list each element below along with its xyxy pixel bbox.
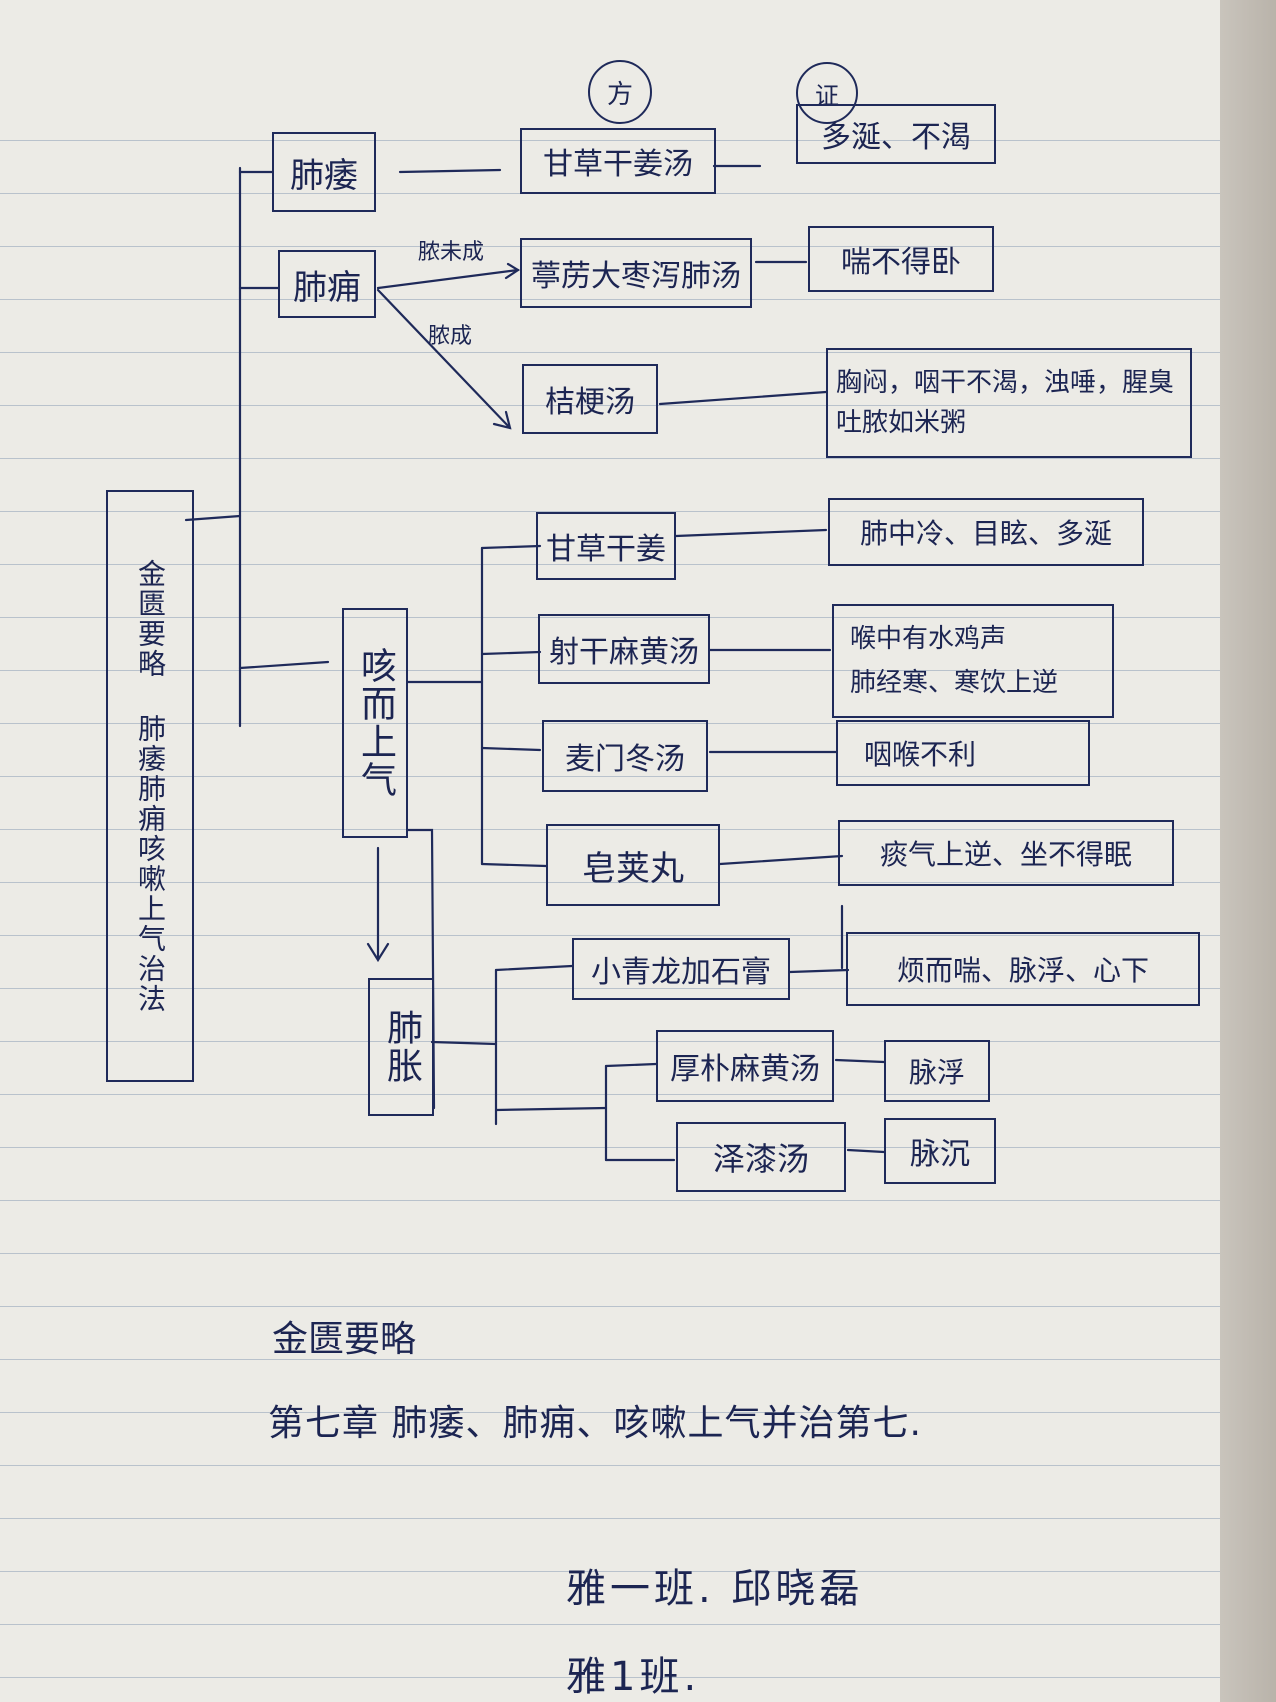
symptom-label-line2: 肺经寒、寒饮上逆 [850, 668, 1059, 698]
symptom-s5: 喉中有水鸡声 肺经寒、寒饮上逆 [832, 604, 1114, 718]
notebook-page: 方 证 金匮要略 肺痿肺痈咳嗽上气治法 肺痿 肺痈 咳而上气 肺胀 脓未成 脓成… [0, 0, 1220, 1702]
footer-class-name: 雅一班. 邱晓磊 [566, 1566, 864, 1612]
symptom-s1: 多涎、不渴 [796, 104, 996, 164]
symptom-label-line2: 吐脓如米粥 [836, 408, 967, 438]
ruled-line [0, 1147, 1220, 1148]
ruled-line [0, 1624, 1220, 1625]
symptom-label-line1: 喉中有水鸡声 [850, 624, 1007, 654]
formula-label: 小青龙加石膏 [591, 955, 771, 990]
formula-houpo: 厚朴麻黄汤 [656, 1030, 834, 1102]
formula-label: 葶苈大枣泻肺汤 [531, 259, 741, 294]
ruled-line [0, 1677, 1220, 1678]
ruled-line [0, 1306, 1220, 1307]
symptom-s4: 肺中冷、目眩、多涎 [828, 498, 1144, 566]
symptom-label: 喘不得卧 [841, 245, 961, 280]
formula-zaojia: 皂荚丸 [546, 824, 720, 906]
branch-feiwei-label: 肺痿 [290, 155, 358, 196]
ruled-line [0, 1571, 1220, 1572]
symptom-label: 脉浮 [908, 1056, 965, 1089]
footer-class-2: 雅1班. [566, 1654, 701, 1700]
branch-feiyong: 肺痈 [278, 250, 376, 318]
branch-kesou: 咳而上气 [342, 608, 408, 838]
ruled-line [0, 1465, 1220, 1466]
branch-feizhang-label: 肺胀 [381, 1009, 422, 1085]
symptom-s2: 喘不得卧 [808, 226, 994, 292]
symptom-s6: 咽喉不利 [836, 720, 1090, 786]
symptom-label: 痰气上逆、坐不得眠 [879, 838, 1132, 871]
formula-label: 射干麻黄汤 [549, 635, 699, 670]
ruled-line [0, 458, 1220, 459]
formula-label: 皂荚丸 [582, 848, 684, 889]
formula-label: 泽漆汤 [712, 1140, 809, 1178]
ruled-line [0, 511, 1220, 512]
ruled-line [0, 776, 1220, 777]
branch-feiwei: 肺痿 [272, 132, 376, 212]
root-title: 金匮要略 肺痿肺痈咳嗽上气治法 [134, 558, 167, 1014]
footer-chapter: 第七章 肺痿、肺痈、咳嗽上气并治第七. [268, 1403, 922, 1444]
formula-label: 桔梗汤 [545, 385, 635, 420]
symptom-s7: 痰气上逆、坐不得眠 [838, 820, 1174, 886]
footer-book-title: 金匮要略 [272, 1319, 417, 1360]
branch-kesou-label: 咳而上气 [355, 647, 396, 799]
formula-zeqi: 泽漆汤 [676, 1122, 846, 1192]
symptom-label: 脉沉 [910, 1137, 970, 1172]
formula-xiaoqinglong: 小青龙加石膏 [572, 938, 790, 1000]
symptom-label-line1: 胸闷，咽干不渴，浊唾，腥臭 [836, 368, 1175, 398]
branch-feiyong-label: 肺痈 [293, 267, 361, 308]
ruled-line [0, 1518, 1220, 1519]
formula-header: 方 [606, 79, 633, 110]
symptom-label: 咽喉不利 [864, 738, 977, 771]
ruled-line [0, 246, 1220, 247]
formula-header-circle: 方 [588, 60, 652, 124]
formula-tingli: 葶苈大枣泻肺汤 [520, 238, 752, 308]
symptom-label: 多涎、不渴 [821, 120, 971, 155]
symptom-s10: 脉沉 [884, 1118, 996, 1184]
symptom-s3: 胸闷，咽干不渴，浊唾，腥臭 吐脓如米粥 [826, 348, 1192, 458]
formula-shegan: 射干麻黄汤 [538, 614, 710, 684]
ruled-line [0, 405, 1220, 406]
root-connector [184, 514, 242, 522]
label-pus-formed: 脓成 [428, 324, 473, 349]
label-pus-unformed: 脓未成 [418, 240, 485, 265]
ruled-line [0, 564, 1220, 565]
ruled-line [0, 1359, 1220, 1360]
ruled-line [0, 829, 1220, 830]
connector-lines [184, 164, 886, 1162]
ruled-line [0, 1253, 1220, 1254]
formula-label: 麦门冬汤 [565, 742, 685, 777]
ruled-line [0, 723, 1220, 724]
symptom-s8: 烦而喘、脉浮、心下 [846, 932, 1200, 1006]
formula-gancao-ganjiang: 甘草干姜 [536, 512, 676, 580]
formula-label: 甘草干姜汤 [543, 147, 693, 182]
formula-maimendong: 麦门冬汤 [542, 720, 708, 792]
ruled-line [0, 617, 1220, 618]
symptom-label: 烦而喘、脉浮、心下 [896, 954, 1149, 987]
formula-jiegeng: 桔梗汤 [522, 364, 658, 434]
symptom-s9: 脉浮 [884, 1040, 990, 1102]
ruled-line [0, 935, 1220, 936]
notebook-page-edge [1220, 0, 1276, 1702]
branch-feizhang: 肺胀 [368, 978, 434, 1116]
ruled-line [0, 1041, 1220, 1042]
ruled-line [0, 140, 1220, 141]
formula-gancao-ganjiang-tang: 甘草干姜汤 [520, 128, 716, 194]
formula-label: 厚朴麻黄汤 [670, 1052, 820, 1087]
ruled-line [0, 988, 1220, 989]
ruled-line [0, 1094, 1220, 1095]
ruled-line [0, 882, 1220, 883]
formula-label: 甘草干姜 [546, 532, 666, 567]
ruled-line [0, 299, 1220, 300]
ruled-line [0, 1412, 1220, 1413]
ruled-line [0, 352, 1220, 353]
ruled-line [0, 1200, 1220, 1201]
ruled-line [0, 670, 1220, 671]
root-title-box: 金匮要略 肺痿肺痈咳嗽上气治法 [106, 490, 194, 1082]
symptom-label: 肺中冷、目眩、多涎 [859, 517, 1112, 550]
